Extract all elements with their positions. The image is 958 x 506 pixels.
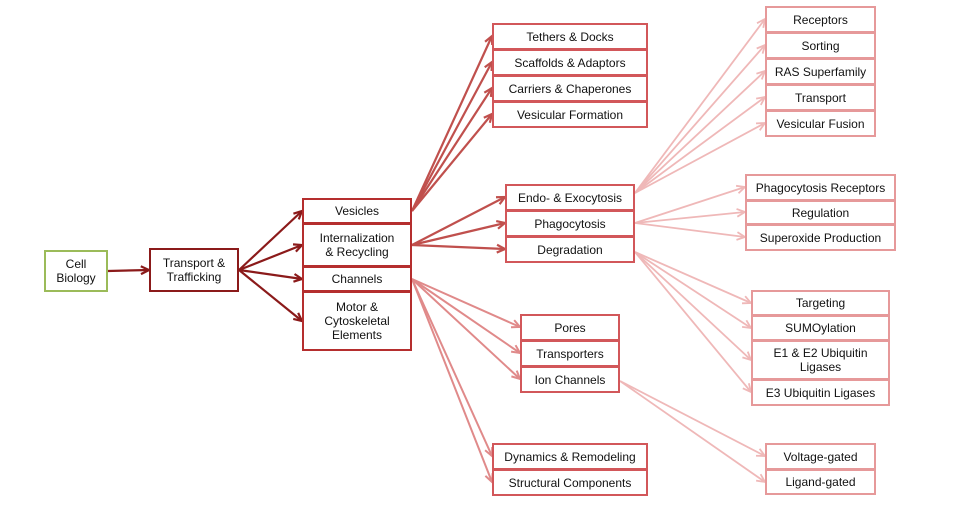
connector-line	[411, 113, 493, 212]
node-degradation: Degradation	[505, 236, 635, 263]
node-endo-exocytosis: Endo- & Exocytosis	[505, 184, 635, 211]
connector-line	[411, 278, 521, 354]
node-ligand-gated: Ligand-gated	[765, 469, 876, 495]
node-superoxide-production: Superoxide Production	[745, 224, 896, 251]
node-e3-ubiquitin-ligases: E3 Ubiquitin Ligases	[751, 379, 890, 406]
connector-line	[238, 268, 303, 281]
node-dynamics-remodeling: Dynamics & Remodeling	[492, 443, 648, 470]
connector-line	[634, 251, 752, 393]
node-regulation: Regulation	[745, 200, 896, 225]
connector-line	[634, 211, 746, 224]
connector-line	[634, 96, 766, 194]
node-tethers-docks: Tethers & Docks	[492, 23, 648, 50]
connector-line	[238, 243, 303, 272]
node-phagocytosis-receptors: Phagocytosis Receptors	[745, 174, 896, 201]
connector-line	[238, 210, 303, 271]
node-structural-components: Structural Components	[492, 469, 648, 496]
node-channels: Channels	[302, 266, 412, 292]
connector-line	[411, 278, 521, 328]
connector-line	[634, 70, 766, 194]
connector-line	[634, 251, 752, 329]
node-e1-e2-ubiquitin-ligases: E1 & E2 Ubiquitin Ligases	[751, 340, 890, 380]
node-ion-channels: Ion Channels	[520, 366, 620, 393]
node-vesicular-fusion: Vesicular Fusion	[765, 110, 876, 137]
connector-line	[634, 251, 752, 361]
node-scaffolds-adaptors: Scaffolds & Adaptors	[492, 49, 648, 76]
connector-line	[619, 380, 766, 457]
connector-line	[411, 87, 493, 212]
node-receptors: Receptors	[765, 6, 876, 33]
connector-line	[411, 278, 493, 457]
connector-line	[634, 44, 766, 194]
connector-line	[411, 196, 506, 246]
connector-line	[634, 186, 746, 224]
node-sorting: Sorting	[765, 32, 876, 59]
connector-line	[411, 61, 493, 212]
node-voltage-gated: Voltage-gated	[765, 443, 876, 470]
node-internalization-recycling: Internalization & Recycling	[302, 223, 412, 267]
connector-line	[411, 243, 506, 251]
node-phagocytosis: Phagocytosis	[505, 210, 635, 237]
connector-line	[634, 18, 766, 194]
node-carriers-chaperones: Carriers & Chaperones	[492, 75, 648, 102]
connector-line	[411, 278, 521, 380]
connector-line	[411, 221, 506, 247]
connector-line	[411, 278, 493, 483]
connector-line	[107, 268, 150, 273]
node-cell-biology: Cell Biology	[44, 250, 108, 292]
connector-line	[238, 269, 303, 322]
node-transport-trafficking: Transport & Trafficking	[149, 248, 239, 292]
node-sumoylation: SUMOylation	[751, 315, 890, 341]
node-transport: Transport	[765, 84, 876, 111]
node-transporters: Transporters	[520, 340, 620, 367]
connector-line	[634, 251, 752, 304]
node-ras-superfamily: RAS Superfamily	[765, 58, 876, 85]
connector-line	[410, 35, 494, 212]
node-pores: Pores	[520, 314, 620, 341]
node-motor-cytoskeletal: Motor & Cytoskeletal Elements	[302, 291, 412, 351]
connector-line	[634, 222, 746, 238]
connector-line	[619, 380, 766, 483]
node-targeting: Targeting	[751, 290, 890, 316]
node-vesicles: Vesicles	[302, 198, 412, 224]
connector-line	[634, 122, 766, 194]
node-vesicular-formation: Vesicular Formation	[492, 101, 648, 128]
